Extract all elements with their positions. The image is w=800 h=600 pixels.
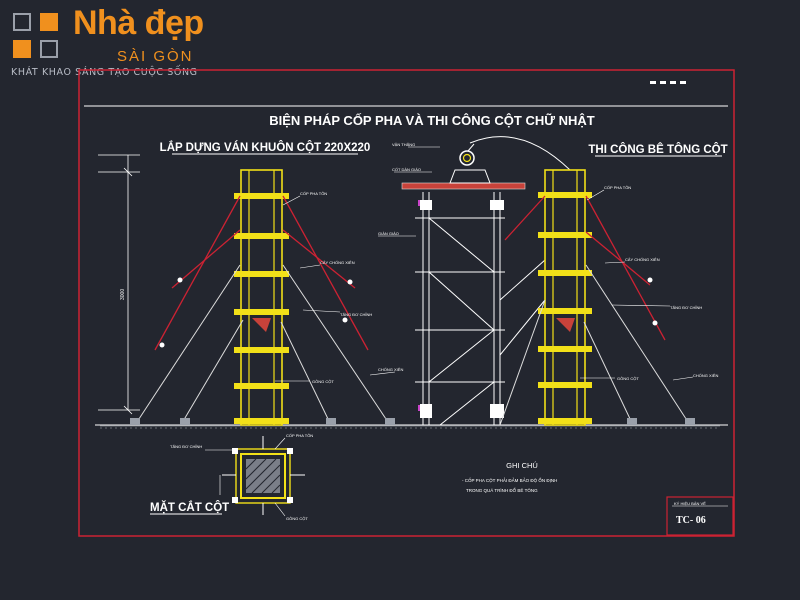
brand-subtitle: SÀI GÒN bbox=[117, 48, 194, 65]
label-left-top: CỐP PHA TÔN bbox=[300, 191, 327, 196]
label-right-top: CỐP PHA TÔN bbox=[604, 185, 631, 190]
logo-square-outline-2 bbox=[40, 40, 58, 58]
label-sec-bottom: GÔNG CỘT bbox=[286, 516, 308, 521]
scaffold-clamps bbox=[418, 200, 502, 411]
label-right-mid: CÂY CHỐNG XIÊN bbox=[625, 257, 660, 262]
left-footings bbox=[130, 418, 395, 425]
label-left-support: CHỐNG XIÊN bbox=[378, 367, 403, 372]
brand-slogan: KHÁT KHAO SÁNG TẠO CUỘC SỐNG bbox=[11, 67, 198, 78]
left-red-ties bbox=[154, 195, 369, 351]
logo-square-orange-2 bbox=[13, 40, 31, 58]
stamp-label: KÝ HIỆU BẢN VẼ bbox=[674, 501, 706, 506]
center-leaders bbox=[378, 146, 440, 237]
label-sec-left: TĂNG ĐƠ CHỈNH bbox=[170, 444, 202, 449]
right-red-ties bbox=[504, 195, 666, 341]
left-title: LẮP DỰNG VÁN KHUÔN CỘT 220X220 bbox=[160, 141, 371, 154]
title-block bbox=[666, 496, 734, 536]
scaffold-couplers bbox=[420, 200, 504, 418]
scaffold-frame bbox=[415, 192, 546, 426]
label-left-mid: CÂY CHỐNG XIÊN bbox=[320, 260, 355, 265]
section-detail bbox=[205, 436, 305, 517]
left-turnbuckles bbox=[159, 277, 353, 348]
label-left-tie: TĂNG ĐƠ CHỈNH bbox=[340, 312, 372, 317]
label-right-hoop: GÔNG CỘT bbox=[617, 376, 639, 381]
drawing-title: BIỆN PHÁP CỐP PHA VÀ THI CÔNG CỘT CHỮ NH… bbox=[269, 113, 595, 128]
sheet-code: TC- 06 bbox=[676, 515, 706, 526]
right-turnbuckles bbox=[647, 277, 658, 326]
left-leaders bbox=[275, 195, 396, 382]
height-dimension bbox=[98, 154, 140, 415]
crane-hook bbox=[459, 136, 571, 171]
right-footings bbox=[627, 418, 695, 425]
left-braces bbox=[134, 264, 391, 426]
right-braces bbox=[499, 264, 691, 426]
label-sec-top: CỐP PHA TÔN bbox=[286, 433, 313, 438]
center-platform bbox=[401, 169, 526, 190]
corner-marks bbox=[650, 81, 686, 84]
section-title: MẶT CẮT CỘT bbox=[150, 501, 229, 514]
notes-title: GHI CHÚ bbox=[506, 461, 538, 470]
label-center-hook: VẬN THĂNG bbox=[392, 142, 415, 147]
right-title: THI CÔNG BÊ TÔNG CỘT bbox=[588, 143, 727, 156]
logo-square-outline-1 bbox=[13, 13, 31, 31]
drawing-border bbox=[78, 69, 735, 537]
label-left-hoop: GÔNG CỘT bbox=[312, 379, 334, 384]
brand-name: Nhà đẹp bbox=[73, 4, 204, 42]
ground-hatch bbox=[100, 425, 720, 429]
right-column bbox=[538, 169, 592, 426]
label-right-tie: TĂNG ĐƠ CHỈNH bbox=[670, 305, 702, 310]
logo: Nhà đẹp SÀI GÒN KHÁT KHAO SÁNG TẠO CUỘC … bbox=[0, 0, 240, 80]
label-right-support: CHỐNG XIÊN bbox=[693, 373, 718, 378]
label-center-beam: CỐT DÀN GIÁO bbox=[392, 167, 421, 172]
note-line-2: TRONG QUÁ TRÌNH ĐỔ BÊ TÔNG bbox=[466, 486, 538, 493]
dim-height-label: 3000 bbox=[120, 289, 126, 300]
label-center-frame: GIÀN GIÁO bbox=[378, 231, 399, 236]
note-line-1: - CỐP PHA CỘT PHẢI ĐẢM BẢO ĐỘ ỔN ĐỊNH bbox=[462, 477, 557, 483]
left-column bbox=[234, 169, 289, 426]
logo-square-orange-1 bbox=[40, 13, 58, 31]
right-leaders bbox=[580, 189, 694, 381]
